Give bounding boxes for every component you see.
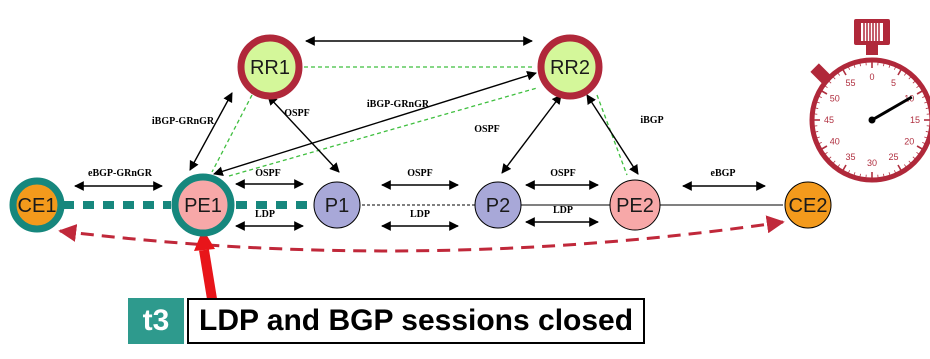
step-badge: t3: [128, 298, 184, 344]
ebgp-label: eBGP: [711, 168, 736, 179]
rr1-pe1-ibgp-arrow: [190, 93, 232, 170]
pe1-label: PE1: [184, 195, 222, 217]
rr2-pe2-ibgp-arrow: [587, 95, 638, 174]
ce2-label: CE2: [789, 195, 828, 217]
rr2-p2-ospf-arrow: [502, 95, 561, 173]
rr2-label: RR2: [550, 57, 590, 79]
node-rr1: RR1: [241, 38, 299, 96]
ce1-label: CE1: [18, 195, 57, 217]
step-caption: t3 LDP and BGP sessions closed: [128, 298, 645, 344]
stopwatch-number: 50: [830, 94, 840, 104]
stopwatch-number: 15: [910, 115, 920, 125]
ospf-label-p1-p2: OSPF: [407, 168, 433, 179]
ospf-label-rr1: OSPF: [284, 108, 310, 119]
node-ce1: CE1: [13, 181, 61, 229]
node-ce2: CE2: [785, 182, 831, 228]
stopwatch-number: 20: [904, 137, 914, 147]
rr1-label: RR1: [250, 57, 290, 79]
stopwatch-number: 5: [891, 78, 896, 88]
ibgp-gr-label-mid: iBGP-GRnGR: [367, 99, 430, 110]
ibgp-gr-label-left: iBGP-GRnGR: [152, 116, 215, 127]
node-p2: P2: [475, 182, 521, 228]
stopwatch-number: 30: [867, 158, 877, 168]
ldp-label-pe1-p1: LDP: [255, 209, 275, 220]
caption-text: LDP and BGP sessions closed: [187, 298, 645, 344]
stopwatch-number: 35: [845, 152, 855, 162]
rr1-pe1-green-link: [212, 95, 252, 172]
node-rr2: RR2: [541, 38, 599, 96]
ldp-label-p2-pe2: LDP: [553, 205, 573, 216]
ospf-label-pe1-p1: OSPF: [255, 168, 281, 179]
p1-label: P1: [325, 195, 349, 217]
stopwatch-number: 0: [869, 72, 874, 82]
ibgp-label-right: iBGP: [640, 115, 663, 126]
node-pe2: PE2: [610, 180, 660, 230]
p2-label: P2: [486, 195, 510, 217]
ospf-label-p2-pe2: OSPF: [550, 168, 576, 179]
node-p1: P1: [314, 182, 360, 228]
alert-arrow: [194, 229, 215, 305]
stopwatch-number: 45: [824, 115, 834, 125]
node-pe1: PE1: [175, 177, 231, 233]
ldp-label-p1-p2: LDP: [410, 209, 430, 220]
stopwatch-number: 55: [845, 78, 855, 88]
pe2-label: PE2: [616, 195, 654, 217]
stopwatch-number: 40: [830, 137, 840, 147]
ebgp-gr-label: eBGP-GRnGR: [88, 168, 153, 179]
stopwatch-number: 25: [888, 152, 898, 162]
stopwatch-icon: 0510152025303540455055: [810, 19, 930, 180]
ospf-label-rr2: OSPF: [474, 124, 500, 135]
